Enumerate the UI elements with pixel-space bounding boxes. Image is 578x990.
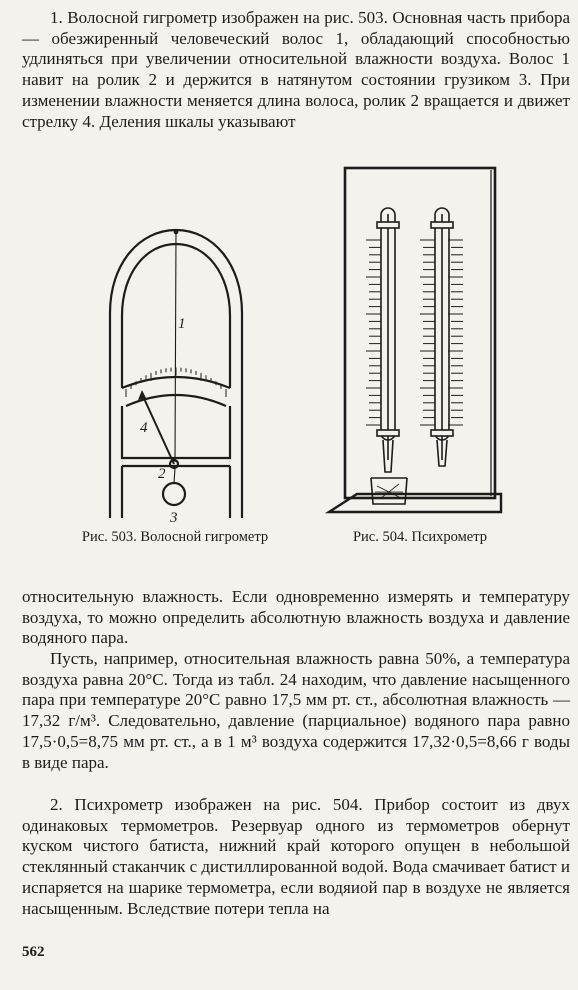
paragraph-psychrometer-intro: 2. Психрометр изображен на рис. 504. При… (22, 795, 570, 918)
caption-figure-504: Рис. 504. Психрометр (352, 529, 488, 545)
paragraph-hygrometer-continued: относительную влажность. Если одновремен… (22, 587, 570, 648)
figure-psychrometer (325, 166, 503, 514)
caption-figure-503: Рис. 503. Волосной гигрометр (81, 529, 269, 545)
paragraph-hygrometer-intro: 1. Волосной гигрометр изображен на рис. … (22, 8, 570, 131)
label-roller: 2 (158, 466, 166, 482)
label-hair: 1 (178, 316, 186, 332)
paragraph-humidity-example: Пусть, например, относительная влажность… (22, 649, 570, 772)
page-number: 562 (22, 944, 45, 960)
label-pointer: 4 (140, 420, 148, 436)
label-weight: 3 (169, 510, 178, 526)
figure-hair-hygrometer: 1 4 2 3 (108, 228, 244, 526)
